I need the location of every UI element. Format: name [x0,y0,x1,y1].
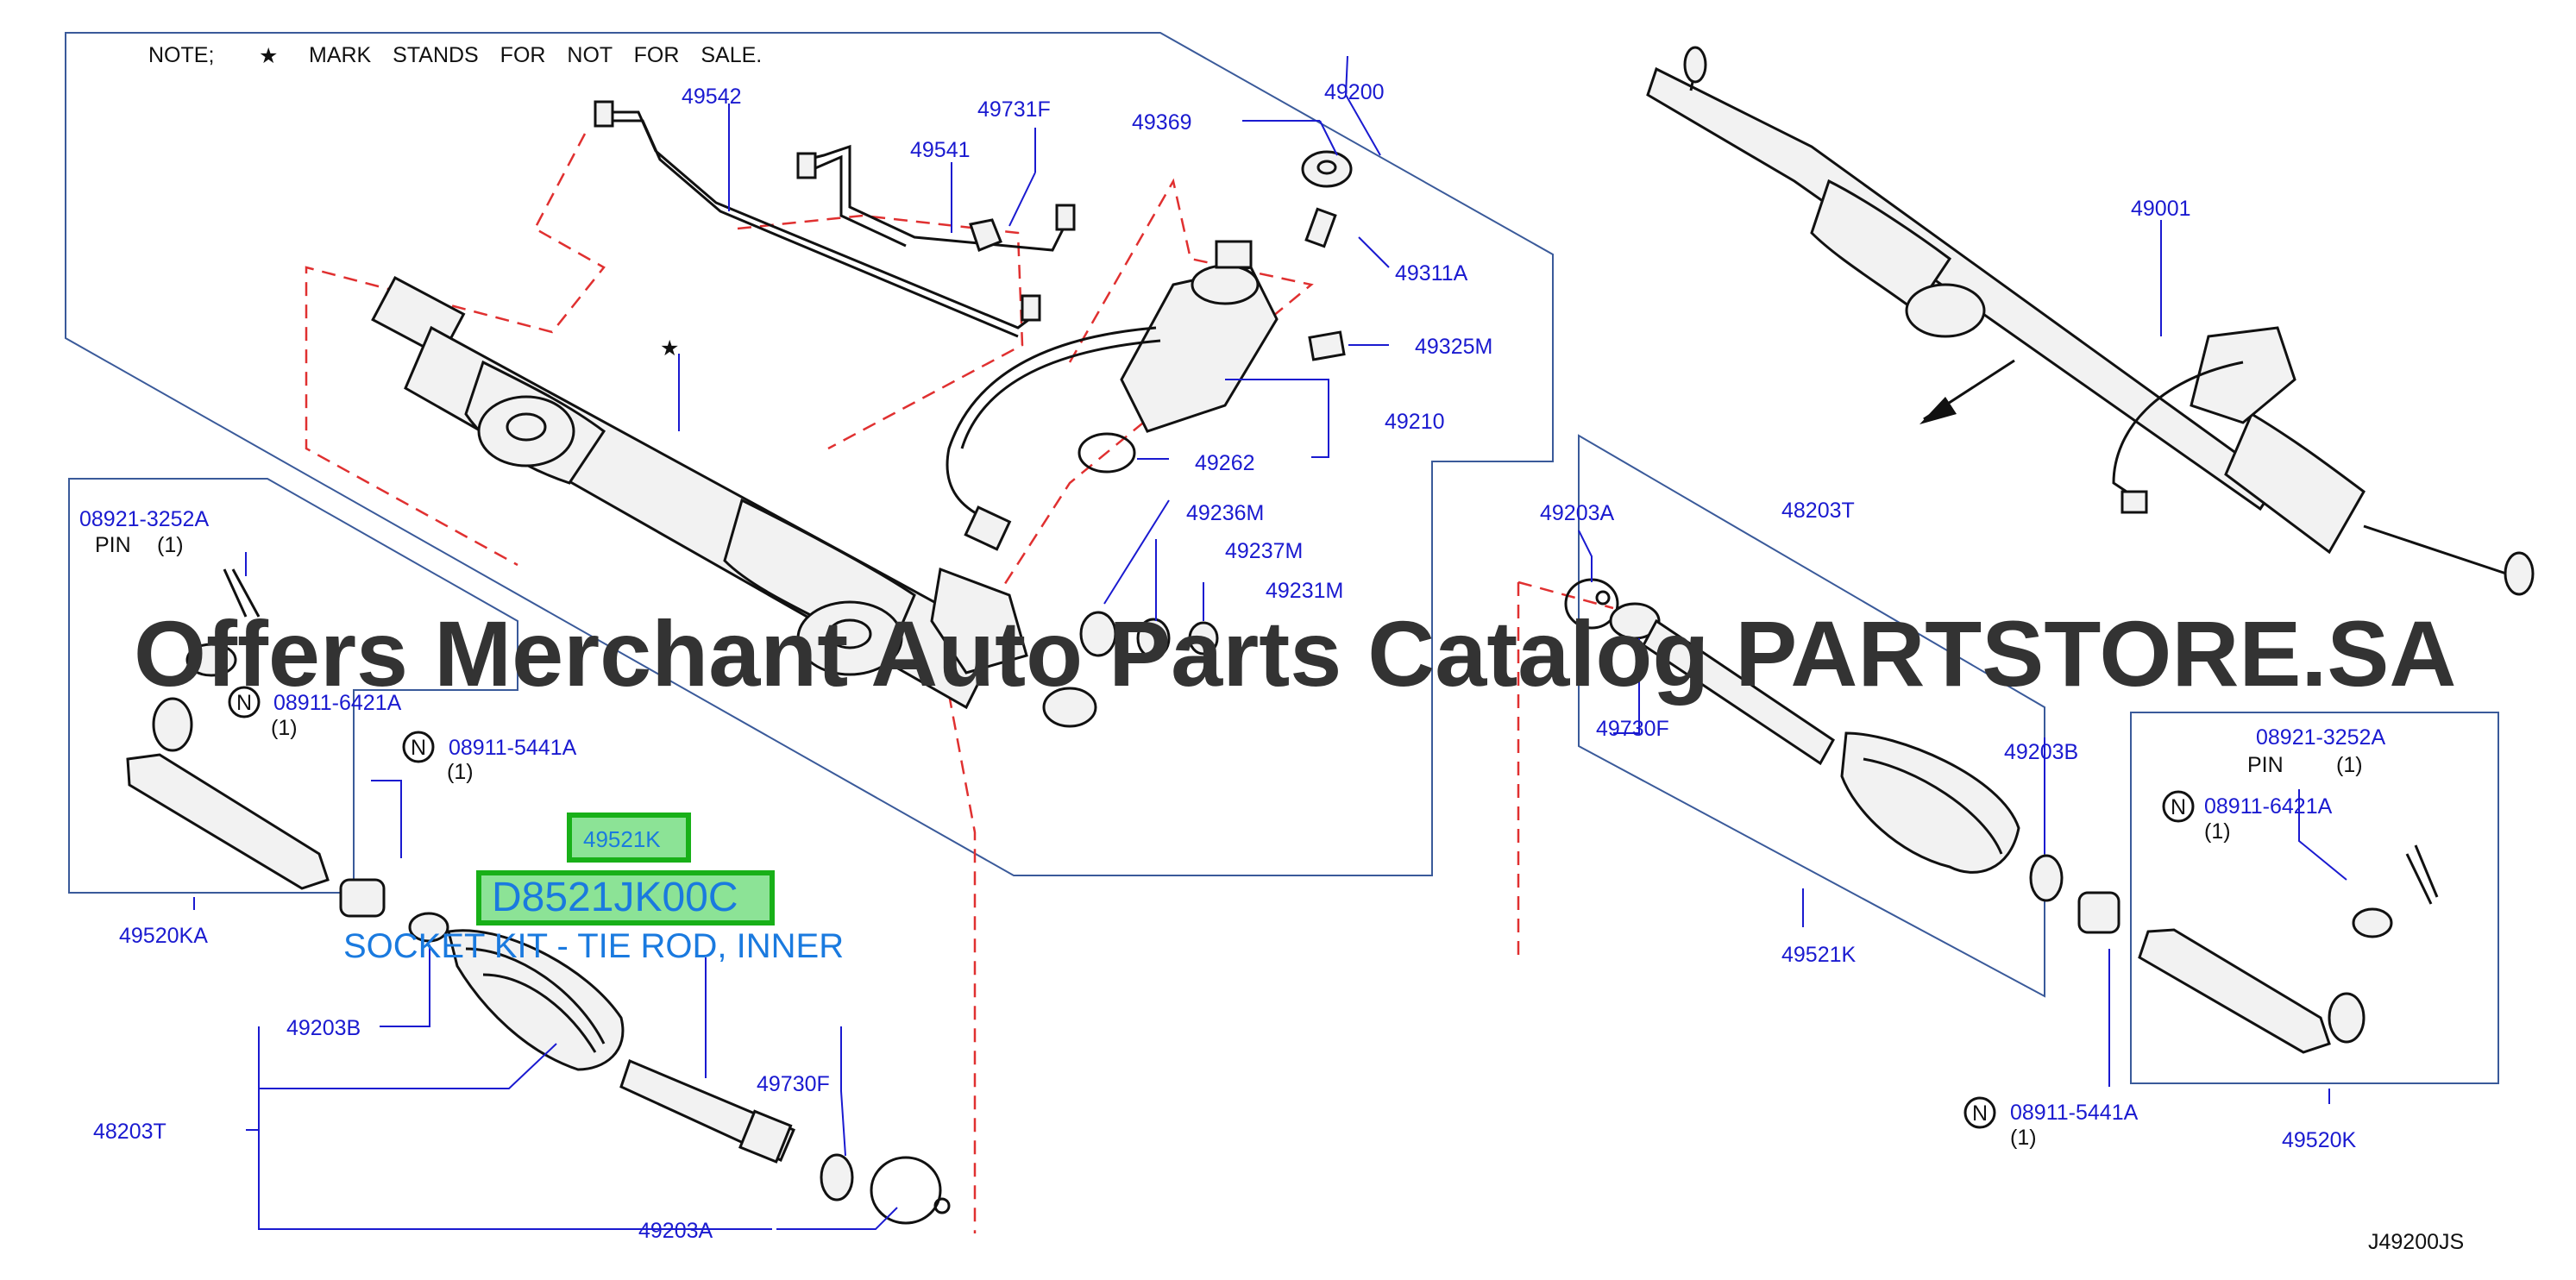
star-icon: ★ [259,44,278,68]
note-prefix: NOTE; [148,43,214,67]
highlight-oem-no[interactable]: D8521JK00C [492,875,738,920]
pin-label-right: PIN [2247,753,2284,777]
callout-49203B-right[interactable]: 49203B [2004,740,2078,764]
highlight-box-oem-no [476,870,775,925]
arrow-icon [1919,397,1957,424]
tie-rod-end-left [126,568,330,890]
n-badge-label: N [236,691,252,715]
qty-08911-6421A-right: (1) [2204,819,2231,844]
tie-rod-end-frame-left [68,478,518,894]
highlight-box-part-no [567,813,691,863]
callout-49311A[interactable]: 49311A [1395,261,1468,285]
tie-rod-end-frame-right [2130,712,2499,1084]
qty-08911-5441A-right: (1) [2010,1126,2037,1150]
pin-qty-right: (1) [2336,753,2363,777]
callout-49731F[interactable]: 49731F [977,97,1051,122]
callout-48203T-right[interactable]: 48203T [1781,499,1855,523]
not-for-sale-star-icon: ★ [660,336,679,361]
callout-08911-5441A-left[interactable]: 08911-5441A [449,736,577,760]
hydraulic-lines [594,100,1076,338]
leader-lines [193,55,2347,1230]
callout-49236M[interactable]: 49236M [1186,501,1264,525]
note-line: NOTE; ★ MARK STANDS FOR NOT FOR SALE. [148,43,762,68]
n-badge-label: N [411,736,426,760]
n-badge-icon [1963,1096,1996,1129]
callout-08911-6421A-right[interactable]: 08911-6421A [2204,794,2333,819]
qty-08911-6421A-left: (1) [271,716,298,740]
callout-49520KA[interactable]: 49520KA [119,924,208,948]
diagram-code: J49200JS [2368,1230,2464,1254]
callout-49200[interactable]: 49200 [1324,80,1385,104]
callout-49203A-right[interactable]: 49203A [1540,501,1615,525]
callout-08911-6421A-left[interactable]: 08911-6421A [273,691,402,715]
tie-rod-end-right [2138,844,2439,1054]
pin-qty-left: (1) [157,533,184,557]
inner-socket-frame-right [1578,434,2045,998]
callout-49203A-left[interactable]: 49203A [638,1219,713,1243]
n-badge-icon [402,731,435,763]
n-badge-icon [228,686,261,718]
small-fittings [1078,150,1353,659]
n-badge-label: N [2171,795,2186,819]
qty-08911-5441A-left: (1) [447,760,474,784]
callout-49369[interactable]: 49369 [1132,110,1192,135]
callout-49001[interactable]: 49001 [2131,197,2191,221]
callout-49541[interactable]: 49541 [910,138,971,162]
callout-49520K[interactable]: 49520K [2282,1128,2357,1152]
callout-49730F-right[interactable]: 49730F [1596,717,1669,741]
pin-label-left: PIN [95,533,131,557]
callout-08911-5441A-right[interactable]: 08911-5441A [2010,1101,2139,1125]
pinion-valve-body [946,240,1279,551]
highlight-description: SOCKET KIT - TIE ROD, INNER [343,927,844,965]
callout-49325M[interactable]: 49325M [1415,335,1492,359]
callout-49210[interactable]: 49210 [1385,410,1445,434]
boot-inner-rod-left [339,878,951,1225]
inner-rod-right [1564,578,2120,934]
callout-49521K-right[interactable]: 49521K [1781,943,1857,967]
note-text: MARK STANDS FOR NOT FOR SALE. [309,43,762,67]
callout-08921-3252A-right[interactable]: 08921-3252A [2256,725,2385,750]
watermark: Offers Merchant Auto Parts Catalog PARTS… [134,601,2456,706]
callout-48203T-left[interactable]: 48203T [93,1120,166,1144]
assembly-frame-main [65,32,1554,876]
callout-49542[interactable]: 49542 [682,85,742,109]
highlight-part-no[interactable]: 49521K [583,826,661,852]
callout-49262[interactable]: 49262 [1195,451,1255,475]
callout-49231M[interactable]: 49231M [1266,579,1343,603]
callout-49237M[interactable]: 49237M [1225,539,1303,563]
callout-49730F-left[interactable]: 49730F [757,1072,830,1096]
rack-assembly-49001 [1646,46,2535,596]
callout-49203B-left[interactable]: 49203B [286,1016,361,1040]
n-badge-label: N [1972,1101,1988,1126]
highlighted-part[interactable]: 49521K D8521JK00C SOCKET KIT - TIE ROD, … [343,813,844,965]
steering-rack-gear [371,276,1097,728]
n-badge-icon [2162,790,2195,823]
callout-08921-3252A-left[interactable]: 08921-3252A [79,507,209,531]
